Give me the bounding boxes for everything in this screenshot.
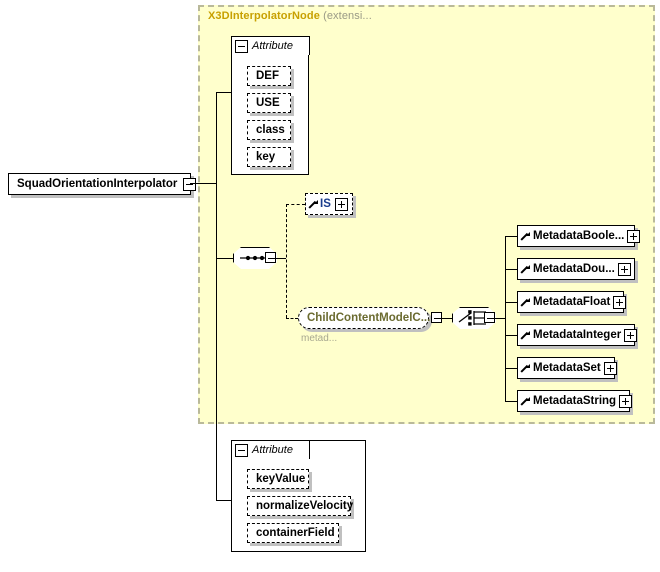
attribute-DEF-label: DEF bbox=[256, 70, 279, 82]
attribute-normalizeVelocity-label: normalizeVelocity bbox=[256, 500, 354, 512]
attribute-class[interactable]: class bbox=[247, 120, 291, 140]
element-MetadataSet-expander-plus-icon[interactable] bbox=[603, 361, 617, 375]
element-MetadataFloat[interactable]: MetadataFloat bbox=[517, 291, 627, 313]
connector-choice-out bbox=[495, 318, 505, 319]
element-reference-arrow-icon bbox=[521, 297, 530, 307]
base-type-suffix: (extensi... bbox=[323, 10, 372, 22]
connector-to-MetadataBoolean bbox=[505, 236, 517, 237]
connector-branch-to-childcontentmodel bbox=[286, 318, 298, 319]
connector-to-MetadataInteger bbox=[505, 335, 517, 336]
attribute-normalizeVelocity[interactable]: normalizeVelocity bbox=[247, 496, 354, 516]
attribute-containerField-label: containerField bbox=[256, 527, 335, 539]
connector-to-MetadataFloat bbox=[505, 302, 517, 303]
attribute-USE-label: USE bbox=[256, 97, 280, 109]
element-IS-expander-plus-icon[interactable] bbox=[335, 197, 348, 211]
connector-trunk-to-attrgroup-bottom bbox=[216, 500, 240, 501]
element-MetadataSet-label: MetadataSet bbox=[533, 362, 601, 374]
attribute-keyValue-label: keyValue bbox=[256, 473, 306, 485]
attribute-DEF[interactable]: DEF bbox=[247, 66, 291, 86]
connector-trunk-to-sequence bbox=[216, 258, 233, 259]
element-reference-arrow-icon bbox=[521, 330, 530, 340]
choice-expander-minus-icon[interactable] bbox=[484, 312, 495, 323]
sequence-expander-minus-icon[interactable] bbox=[265, 252, 276, 263]
element-MetadataBoolean-label: MetadataBoole... bbox=[533, 230, 625, 242]
inherited-attrgroup-expander-minus-icon[interactable] bbox=[235, 39, 248, 53]
attribute-key-label: key bbox=[256, 151, 276, 163]
base-type-name: X3DInterpolatorNode bbox=[208, 10, 320, 22]
model-group-ref-label: ChildContentModelC... bbox=[307, 312, 431, 324]
root-element-SquadOrientationInterpolator[interactable]: SquadOrientationInterpolator bbox=[8, 173, 197, 195]
element-MetadataString-label: MetadataString bbox=[533, 395, 617, 407]
connector-main-trunk bbox=[216, 92, 217, 501]
connector-branch-to-IS bbox=[286, 204, 305, 205]
attribute-class-label: class bbox=[256, 124, 285, 136]
element-IS[interactable]: IS bbox=[305, 193, 353, 215]
connector-to-MetadataString bbox=[505, 401, 517, 402]
own-attribute-group-label: Attribute bbox=[252, 444, 293, 456]
element-reference-arrow-icon bbox=[521, 363, 530, 373]
attribute-key[interactable]: key bbox=[247, 147, 291, 167]
connector-to-MetadataSet bbox=[505, 368, 517, 369]
element-reference-arrow-icon bbox=[521, 264, 530, 274]
attribute-USE[interactable]: USE bbox=[247, 93, 291, 113]
model-group-ref-ChildContentModel[interactable]: ChildContentModelC... bbox=[298, 307, 430, 329]
own-attribute-group-tab[interactable]: Attribute bbox=[231, 440, 310, 459]
connector-sequence-out bbox=[276, 258, 286, 259]
element-MetadataFloat-label: MetadataFloat bbox=[533, 296, 611, 308]
root-element-label: SquadOrientationInterpolator bbox=[17, 178, 178, 190]
element-MetadataSet[interactable]: MetadataSet bbox=[517, 357, 617, 379]
extension-base-type-label: X3DInterpolatorNode (extensi... bbox=[208, 10, 372, 22]
inherited-attribute-group-tab[interactable]: Attribute bbox=[231, 36, 310, 55]
element-MetadataInteger-expander-plus-icon[interactable] bbox=[624, 328, 638, 342]
element-MetadataBoolean-expander-plus-icon[interactable] bbox=[627, 229, 641, 243]
element-MetadataFloat-expander-plus-icon[interactable] bbox=[613, 295, 627, 309]
element-reference-arrow-icon bbox=[309, 199, 318, 209]
element-MetadataDouble-expander-plus-icon[interactable] bbox=[617, 262, 631, 276]
element-reference-arrow-icon bbox=[521, 396, 530, 406]
element-MetadataDouble[interactable]: MetadataDou... bbox=[517, 258, 635, 280]
connector-groupref-to-choice bbox=[442, 318, 452, 319]
attribute-containerField[interactable]: containerField bbox=[247, 523, 339, 543]
element-MetadataInteger-label: MetadataInteger bbox=[533, 329, 622, 341]
element-MetadataDouble-label: MetadataDou... bbox=[533, 263, 615, 275]
element-MetadataBoolean[interactable]: MetadataBoole... bbox=[517, 225, 641, 247]
element-MetadataString[interactable]: MetadataString bbox=[517, 390, 633, 412]
connector-metadata-branch-trunk bbox=[505, 236, 506, 401]
connector-sequence-branch-trunk bbox=[286, 204, 287, 318]
own-attrgroup-expander-minus-icon[interactable] bbox=[235, 443, 248, 457]
element-IS-label: IS bbox=[320, 198, 331, 210]
attribute-keyValue[interactable]: keyValue bbox=[247, 469, 309, 489]
element-MetadataInteger[interactable]: MetadataInteger bbox=[517, 324, 638, 346]
inherited-attribute-group-label: Attribute bbox=[252, 40, 293, 52]
model-group-ref-caption: metad... bbox=[301, 333, 338, 344]
connector-root-to-trunk bbox=[190, 183, 217, 184]
connector-to-MetadataDouble bbox=[505, 269, 517, 270]
element-reference-arrow-icon bbox=[521, 231, 530, 241]
connector-trunk-to-attrgroup-top bbox=[216, 92, 240, 93]
root-expander-minus-icon[interactable] bbox=[183, 177, 197, 191]
model-group-ref-expander-minus-icon[interactable] bbox=[431, 312, 442, 323]
element-MetadataString-expander-plus-icon[interactable] bbox=[619, 394, 633, 408]
